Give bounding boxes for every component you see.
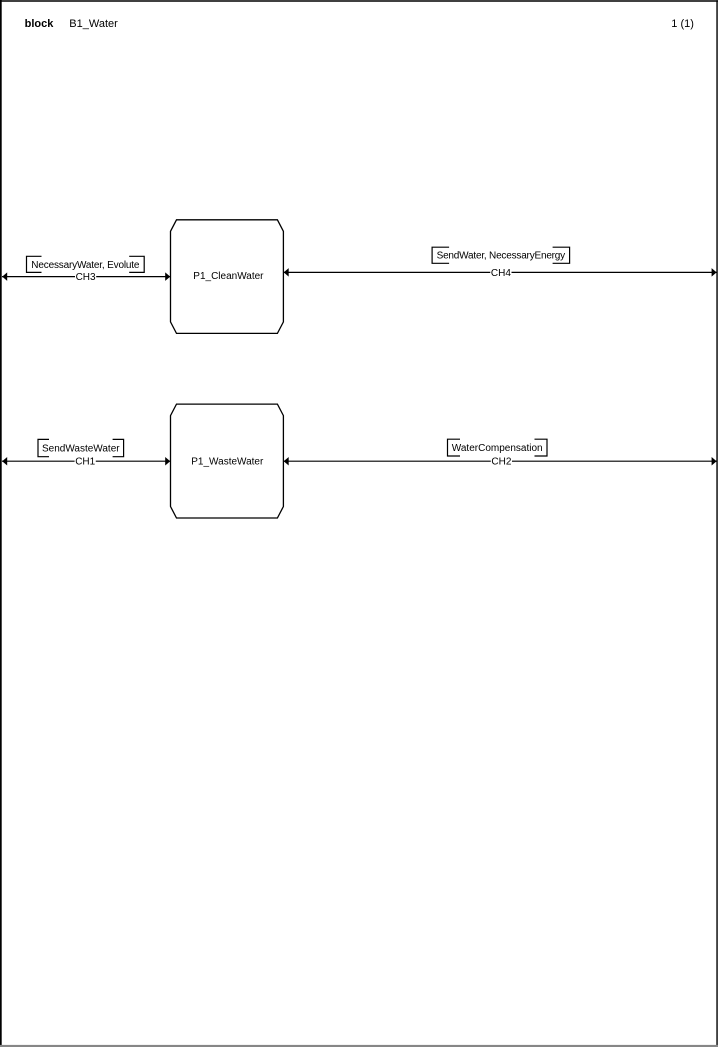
svg-text:CH1: CH1 — [75, 457, 95, 468]
svg-text:P1_CleanWater: P1_CleanWater — [193, 271, 264, 282]
svg-text:CH2: CH2 — [491, 457, 511, 468]
svg-text:SendWasteWater: SendWasteWater — [42, 444, 120, 455]
svg-text:SendWater, NecessaryEnergy: SendWater, NecessaryEnergy — [437, 251, 566, 262]
svg-text:WaterCompensation: WaterCompensation — [452, 443, 543, 454]
svg-text:P1_WasteWater: P1_WasteWater — [191, 456, 264, 467]
svg-text:1 (1): 1 (1) — [671, 18, 694, 30]
svg-text:block: block — [25, 18, 55, 30]
svg-text:CH3: CH3 — [76, 272, 96, 283]
svg-text:NecessaryWater, Evolute: NecessaryWater, Evolute — [31, 260, 140, 271]
svg-text:B1_Water: B1_Water — [69, 18, 118, 30]
svg-text:CH4: CH4 — [491, 268, 511, 279]
